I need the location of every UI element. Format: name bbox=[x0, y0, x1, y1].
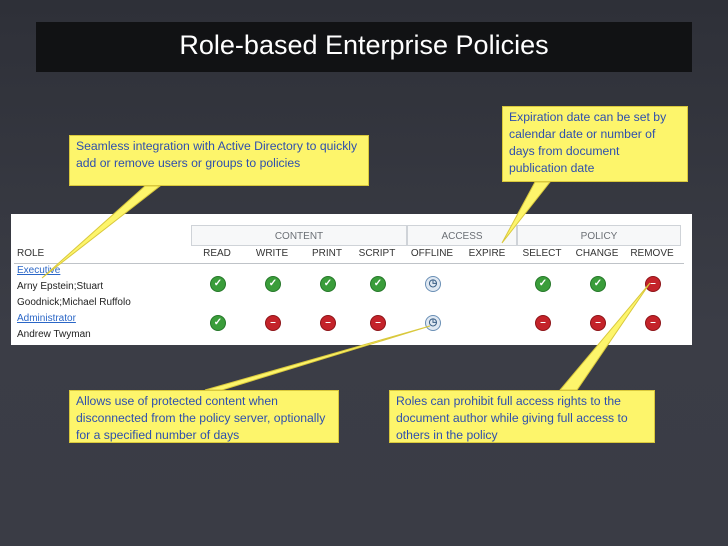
pointer-offline bbox=[204, 325, 431, 391]
column-header-expire: EXPIRE bbox=[468, 248, 506, 259]
deny-icon: – bbox=[590, 315, 606, 331]
callout-roles: Roles can prohibit full access rights to… bbox=[389, 390, 655, 443]
role-row-member-2: Goodnick;Michael Ruffolo bbox=[17, 297, 131, 308]
group-access: ACCESS bbox=[407, 225, 517, 246]
deny-icon: – bbox=[645, 315, 661, 331]
deny-icon: – bbox=[320, 315, 336, 331]
column-header-script: SCRIPT bbox=[358, 248, 396, 259]
callout-offline: Allows use of protected content when dis… bbox=[69, 390, 339, 443]
column-header-change: CHANGE bbox=[575, 248, 619, 259]
slide-title: Role-based Enterprise Policies bbox=[179, 30, 549, 60]
header-divider bbox=[14, 263, 684, 264]
deny-icon: – bbox=[370, 315, 386, 331]
title-bar: Role-based Enterprise Policies bbox=[36, 22, 692, 72]
role-header: ROLE bbox=[17, 248, 45, 259]
role-row-administrator[interactable]: Administrator bbox=[17, 313, 76, 324]
column-header-offline: OFFLINE bbox=[410, 248, 454, 259]
check-icon: ✓ bbox=[320, 276, 336, 292]
column-header-print: PRINT bbox=[312, 248, 342, 259]
clock-icon: ◷ bbox=[425, 315, 441, 331]
deny-icon: – bbox=[265, 315, 281, 331]
pointer-roles bbox=[558, 282, 651, 391]
check-icon: ✓ bbox=[210, 276, 226, 292]
pointer-expiration bbox=[501, 181, 552, 244]
check-icon: ✓ bbox=[590, 276, 606, 292]
check-icon: ✓ bbox=[265, 276, 281, 292]
column-header-select: SELECT bbox=[522, 248, 562, 259]
group-content: CONTENT bbox=[191, 225, 407, 246]
callout-expiration: Expiration date can be set by calendar d… bbox=[502, 106, 688, 182]
group-policy: POLICY bbox=[517, 225, 681, 246]
role-row-member-3: Andrew Twyman bbox=[17, 329, 91, 340]
column-header-write: WRITE bbox=[255, 248, 289, 259]
column-header-remove: REMOVE bbox=[630, 248, 674, 259]
role-row-member-1: Arny Epstein;Stuart bbox=[17, 281, 104, 292]
clock-icon: ◷ bbox=[425, 276, 441, 292]
check-icon: ✓ bbox=[535, 276, 551, 292]
check-icon: ✓ bbox=[370, 276, 386, 292]
deny-icon: – bbox=[535, 315, 551, 331]
callout-active-directory: Seamless integration with Active Directo… bbox=[69, 135, 369, 186]
check-icon: ✓ bbox=[210, 315, 226, 331]
column-header-read: READ bbox=[203, 248, 231, 259]
role-row-executive[interactable]: Executive bbox=[17, 265, 61, 276]
deny-icon: – bbox=[645, 276, 661, 292]
policy-table-screenshot: CONTENT ACCESS POLICY ROLE READ WRITE PRIN… bbox=[11, 214, 692, 345]
pointer-directory bbox=[41, 185, 162, 279]
